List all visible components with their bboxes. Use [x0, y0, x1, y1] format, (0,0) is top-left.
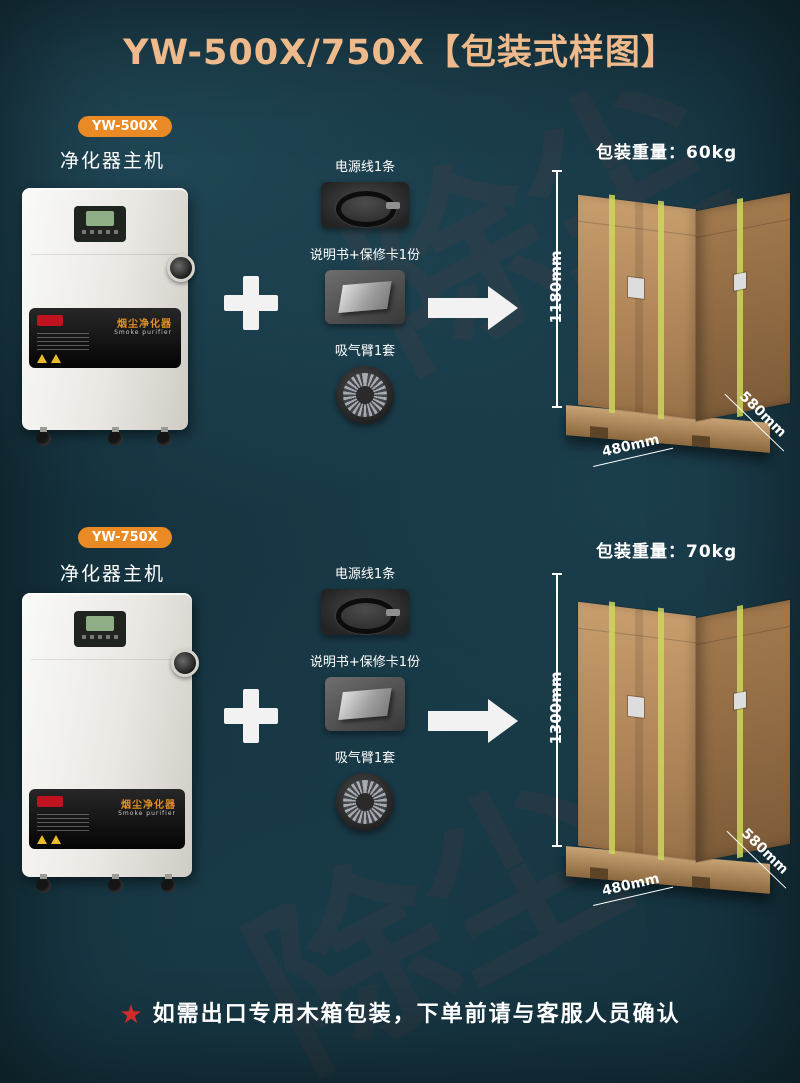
tape-strip: [634, 608, 643, 854]
arrow-shaft: [428, 711, 488, 731]
height-dimension: 1300mm: [544, 573, 565, 847]
band-title: 烟尘净化器: [121, 800, 176, 811]
packing-strap: [608, 601, 615, 855]
packing-strap: [658, 607, 665, 861]
band-subtitle: Smoke purifier: [114, 329, 172, 336]
panel-seam: [31, 659, 183, 660]
dimension-line: [552, 170, 562, 408]
brand-band: 烟尘净化器 Smoke purifier: [29, 789, 185, 849]
warning-triangle-icon: [51, 835, 61, 844]
display-screen: [86, 616, 114, 631]
hose-coil: [343, 373, 387, 417]
caster-wheel: [161, 874, 176, 893]
caster-wheel: [36, 874, 51, 893]
purifier-body: 烟尘净化器 Smoke purifier: [22, 593, 199, 877]
accessory-power-cable: 电源线1条: [321, 563, 409, 635]
carton-front-face: [578, 194, 696, 420]
purifier-body: 烟尘净化器 Smoke purifier: [22, 188, 195, 430]
carton-front-face: [578, 601, 696, 861]
accessory-label: 吸气臂1套: [334, 344, 396, 359]
panel-seam: [31, 254, 179, 255]
hose-coil: [343, 780, 387, 824]
accessories-list: 电源线1条 说明书+保修卡1份 吸气臂1套: [295, 563, 435, 831]
footer-note: ★ 如需出口专用木箱包装，下单前请与客服人员确认: [0, 996, 800, 1030]
plus-sign: [224, 689, 278, 743]
spec-text-lines: [37, 814, 89, 831]
arrow-right-icon: [428, 699, 520, 743]
display-screen: [86, 211, 114, 226]
band-title: 烟尘净化器: [117, 319, 172, 330]
caster-wheel: [157, 427, 172, 446]
brand-band: 烟尘净化器 Smoke purifier: [29, 308, 181, 368]
accessory-manual: 说明书+保修卡1份: [310, 244, 420, 324]
control-panel: [74, 206, 126, 242]
package-box-photo: 1300mm 480mm 580mm: [542, 567, 800, 907]
section-yw500x: YW-500X 净化器主机 烟尘净化器 Smoke purifier: [0, 108, 800, 483]
panel-buttons: [82, 230, 118, 234]
caster-wheel: [108, 874, 123, 893]
shipping-mark: [733, 272, 746, 292]
accessory-suction-arm: 吸气臂1套: [335, 747, 395, 831]
shipping-mark: [627, 695, 644, 718]
suction-arm-photo: [336, 366, 394, 424]
tape-strip: [634, 201, 643, 413]
manual-photo: [324, 270, 405, 324]
accessory-power-cable: 电源线1条: [321, 156, 409, 228]
power-cable-photo: [321, 182, 409, 228]
caster-wheel: [36, 427, 51, 446]
accessory-manual: 说明书+保修卡1份: [310, 651, 420, 731]
panel-buttons: [82, 635, 118, 639]
purifier-photo: 烟尘净化器 Smoke purifier: [22, 188, 195, 446]
section-yw750x: YW-750X 净化器主机 烟尘净化器 Smoke purifier: [0, 515, 800, 920]
plus-sign: [224, 276, 278, 330]
package-weight-label: 包装重量：70kg: [596, 542, 738, 562]
packing-strap: [658, 200, 665, 420]
shipping-mark: [733, 691, 746, 710]
shipping-mark: [627, 276, 644, 299]
height-dimension: 1180mm: [544, 170, 565, 408]
warning-icons: [37, 354, 61, 363]
height-label: 1300mm: [547, 671, 565, 745]
footer-note-text: 如需出口专用木箱包装，下单前请与客服人员确认: [152, 1002, 681, 1027]
unit-label: 净化器主机: [60, 150, 166, 172]
accessory-label: 电源线1条: [334, 160, 396, 175]
packing-strap: [608, 194, 615, 414]
arrow-head: [488, 286, 518, 330]
dimension-line: [552, 573, 562, 847]
spec-text-lines: [37, 333, 89, 350]
arrow-shaft: [428, 298, 488, 318]
warning-triangle-icon: [51, 354, 61, 363]
accessory-label: 说明书+保修卡1份: [309, 655, 421, 670]
warning-icons: [37, 835, 61, 844]
band-subtitle: Smoke purifier: [118, 810, 176, 817]
page-title: YW-500X/750X【包装式样图】: [123, 33, 677, 73]
accessory-label: 吸气臂1套: [334, 751, 396, 766]
model-badge: YW-750X: [78, 527, 172, 548]
suction-arm-port: [167, 254, 195, 282]
manual-photo: [324, 677, 405, 731]
accessory-label: 说明书+保修卡1份: [309, 248, 421, 263]
brand-logo: [37, 796, 63, 807]
arrow-head: [488, 699, 518, 743]
purifier-photo: 烟尘净化器 Smoke purifier: [22, 593, 199, 893]
height-label: 1180mm: [547, 250, 565, 324]
caster-wheel: [108, 427, 123, 446]
warning-triangle-icon: [37, 354, 47, 363]
power-cable-photo: [321, 589, 409, 635]
accessory-label: 电源线1条: [334, 567, 396, 582]
model-badge: YW-500X: [78, 116, 172, 137]
arrow-right-icon: [428, 286, 520, 330]
package-box-photo: 1180mm 480mm 580mm: [542, 164, 798, 468]
brand-logo: [37, 315, 63, 326]
control-panel: [74, 611, 126, 647]
suction-arm-photo: [336, 773, 394, 831]
suction-arm-port: [171, 649, 199, 677]
star-icon: ★: [119, 1000, 143, 1030]
accessory-suction-arm: 吸气臂1套: [335, 340, 395, 424]
package-weight-label: 包装重量：60kg: [596, 143, 738, 163]
warning-triangle-icon: [37, 835, 47, 844]
unit-label: 净化器主机: [60, 563, 166, 585]
accessories-list: 电源线1条 说明书+保修卡1份 吸气臂1套: [295, 156, 435, 424]
